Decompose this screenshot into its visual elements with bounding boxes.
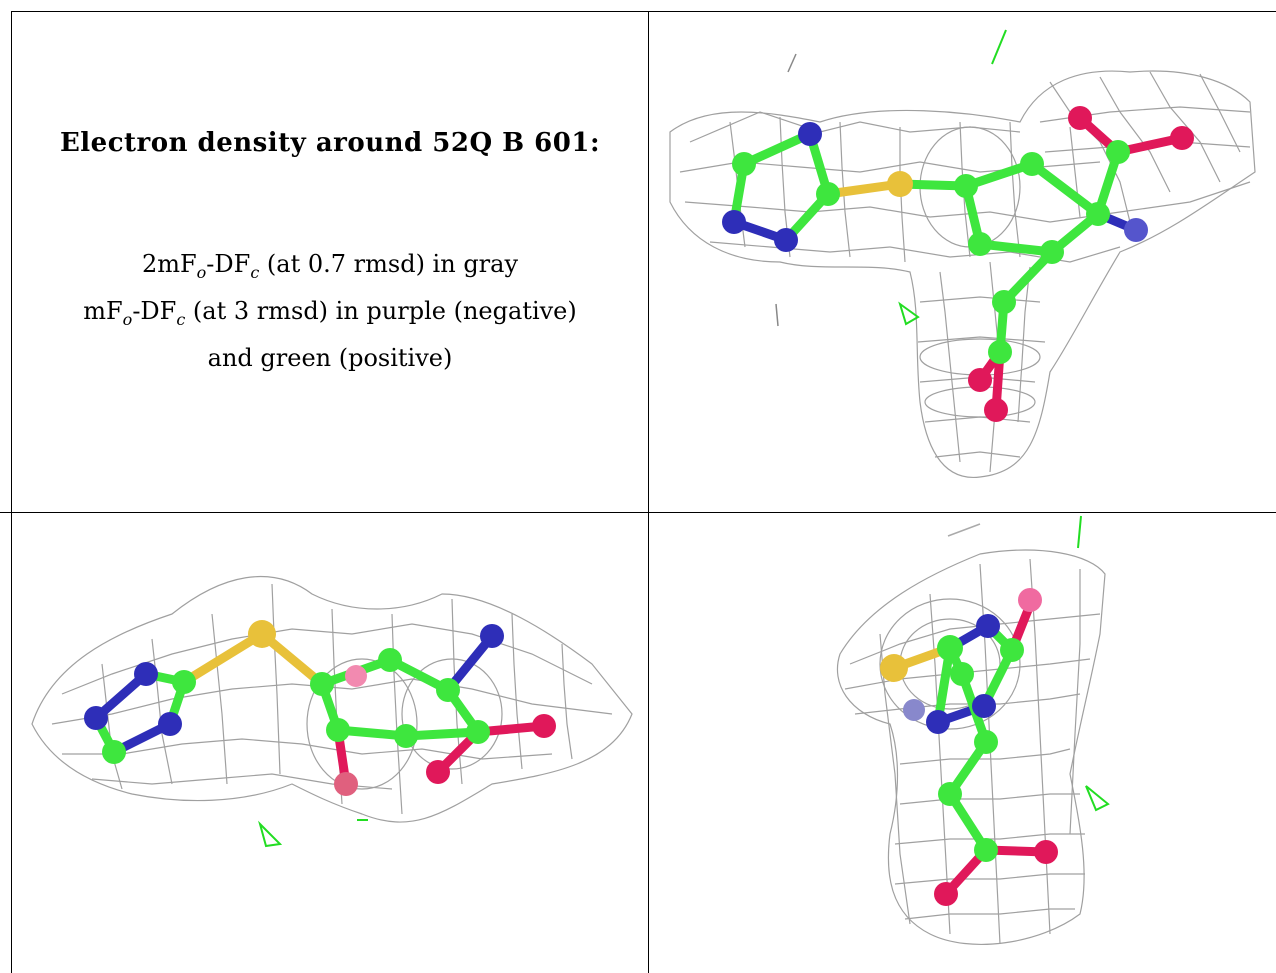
legend-line-2mfo: 2mFo-DFc (at 0.7 rmsd) in gray (141, 250, 519, 282)
rule-center (648, 11, 649, 973)
positive-density-fragments (1077, 515, 1110, 812)
positive-density-fragments (898, 29, 1007, 326)
caption-cell: Electron density around 52Q B 601: 2mFo-… (12, 12, 648, 512)
ligand-atoms (722, 106, 1194, 422)
density-view-1 (650, 12, 1276, 512)
figure-title: Electron density around 52Q B 601: (59, 128, 601, 158)
legend-line-positive: and green (positive) (207, 343, 453, 372)
density-mesh (836, 549, 1106, 945)
legend-line-mfo: mFo-DFc (at 3 rmsd) in purple (negative) (83, 296, 577, 329)
rule-middle (0, 512, 1276, 513)
stray-mesh-fragments (947, 523, 981, 537)
figure-legend: 2mFo-DFc (at 0.7 rmsd) in gray mFo-DFc (… (12, 245, 648, 378)
density-view-2 (12, 514, 648, 973)
density-mesh (669, 70, 1256, 478)
rule-left (11, 11, 12, 973)
positive-density-fragments (258, 819, 368, 848)
ligand-atoms (84, 620, 556, 796)
rule-top (11, 11, 1276, 12)
ligand-atoms (880, 588, 1058, 906)
ligand-bonds (889, 595, 1051, 899)
stray-mesh-fragments (775, 53, 797, 327)
density-view-3 (650, 514, 1276, 973)
